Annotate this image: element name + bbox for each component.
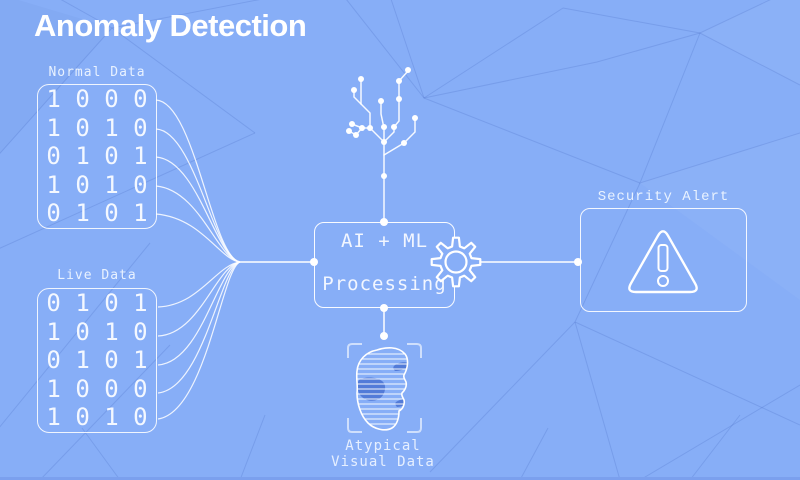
page-title: Anomaly Detection xyxy=(34,8,307,43)
face-outline xyxy=(355,347,409,431)
matrix-row: 0 1 0 1 xyxy=(46,199,148,228)
bottom-edge-strip xyxy=(0,477,800,480)
matrix-row: 1 0 1 0 xyxy=(46,113,148,142)
face-contour-lines xyxy=(356,353,408,425)
decision-tree-nodes xyxy=(346,67,418,179)
atypical-label-line1: Atypical xyxy=(345,438,421,454)
atypical-visual-data-label: Atypical Visual Data xyxy=(303,438,463,470)
atypical-label-line2: Visual Data xyxy=(331,453,435,470)
matrix-row: 0 1 0 1 xyxy=(46,142,148,171)
matrix-row: 1 0 0 0 xyxy=(46,85,148,114)
live-to-processor-curves xyxy=(157,261,241,420)
processor-label-line2: Processing xyxy=(322,273,447,295)
decision-tree-icon xyxy=(348,70,416,223)
normal-to-processor-curves xyxy=(155,99,241,263)
matrix-row: 1 0 1 0 xyxy=(46,403,148,432)
live-data-label: Live Data xyxy=(57,268,137,283)
normal-data-matrix: 1 0 0 0 1 0 1 0 0 1 0 1 1 0 1 0 0 1 0 1 xyxy=(37,84,157,229)
processor-box: AI + ML Processing xyxy=(314,222,455,308)
processor-label-line1: AI + ML xyxy=(340,230,429,252)
security-alert-label: Security Alert xyxy=(597,189,730,205)
matrix-row: 1 0 1 0 xyxy=(46,170,148,199)
matrix-row: 1 0 1 0 xyxy=(46,317,148,346)
live-data-matrix: 0 1 0 1 1 0 1 0 0 1 0 1 1 0 0 0 1 0 1 0 xyxy=(37,288,157,433)
matrix-row: 0 1 0 1 xyxy=(46,289,148,318)
face-shadow-patches xyxy=(357,362,408,407)
scan-frame xyxy=(347,343,422,433)
matrix-row: 0 1 0 1 xyxy=(46,346,148,375)
matrix-row: 1 0 0 0 xyxy=(46,374,148,403)
normal-data-label: Normal Data xyxy=(48,65,146,80)
security-alert-box xyxy=(580,208,747,312)
